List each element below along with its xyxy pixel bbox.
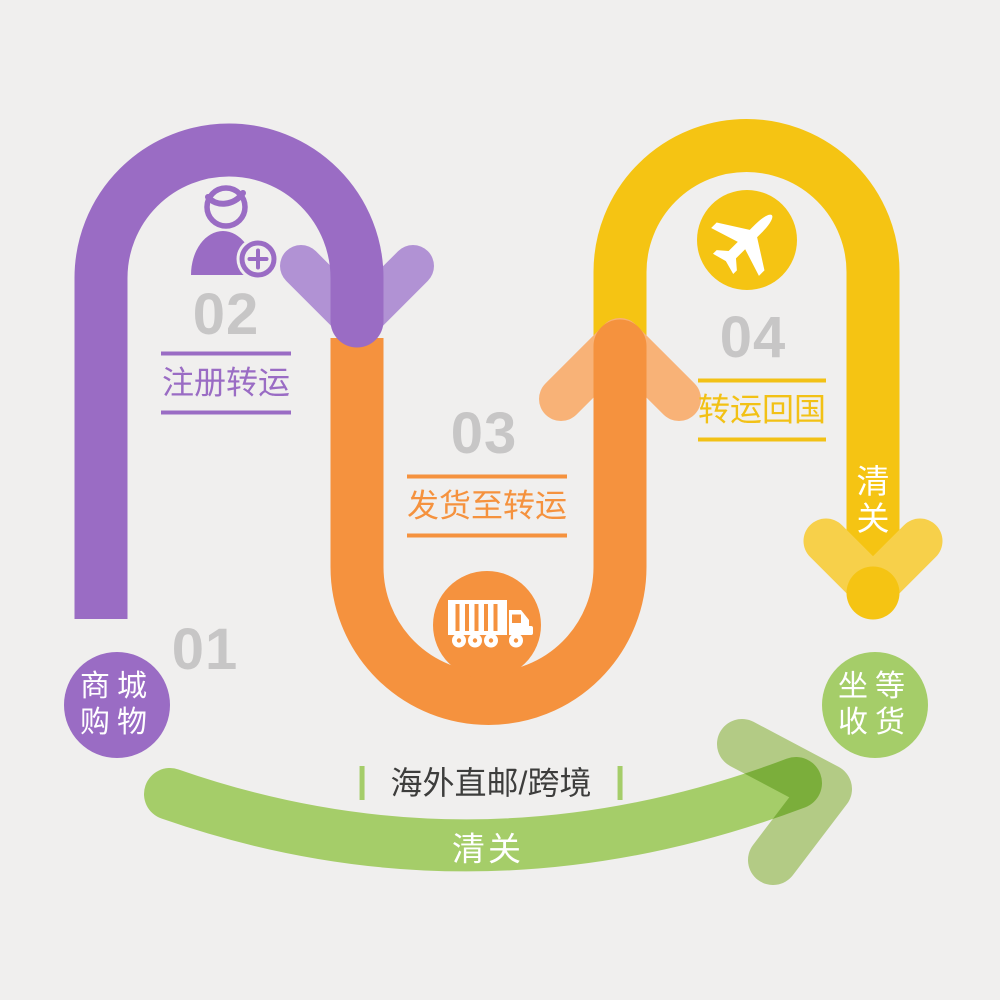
step-number-02: 02	[192, 282, 260, 347]
step2-arrow-down-tip	[330, 294, 384, 348]
step-number-04: 04	[719, 305, 787, 370]
truck-icon	[448, 600, 533, 648]
customs-label-vertical: 清关	[856, 463, 890, 537]
route-tick-right	[617, 766, 623, 800]
start-circle	[64, 652, 170, 758]
end-circle-label: 坐等收货	[838, 670, 912, 739]
add-user-icon	[191, 185, 280, 281]
plane-icon	[711, 214, 773, 276]
step4-label: 转运回国	[698, 378, 826, 442]
step4-arch-path	[593, 119, 900, 593]
green-route-band	[144, 757, 822, 872]
start-circle-label: 商城购物	[80, 670, 154, 739]
step4-arrow-down-tip	[846, 566, 900, 620]
step4-yellow-arch	[593, 119, 943, 620]
step2-label: 注册转运	[161, 351, 291, 415]
step3-label: 发货至转运	[407, 474, 567, 538]
step3-u-path	[330, 338, 647, 725]
direct-route-label: 海外直邮/跨境	[390, 765, 592, 801]
route-tick-left	[359, 766, 365, 800]
step3-arrow-up-tip	[593, 319, 647, 373]
green-arrow-right-wings	[717, 719, 852, 885]
direct-route-label-row: 海外直邮/跨境	[359, 765, 623, 801]
customs-label-band: 清关	[452, 830, 524, 868]
step2-purple-arch	[64, 123, 434, 758]
step-number-01: 01	[171, 617, 239, 682]
end-circle	[822, 652, 928, 758]
step3-orange-u	[330, 318, 701, 725]
step-number-03: 03	[450, 401, 518, 466]
green-route-arrow	[144, 652, 928, 885]
step2-arch-path	[74, 123, 384, 619]
